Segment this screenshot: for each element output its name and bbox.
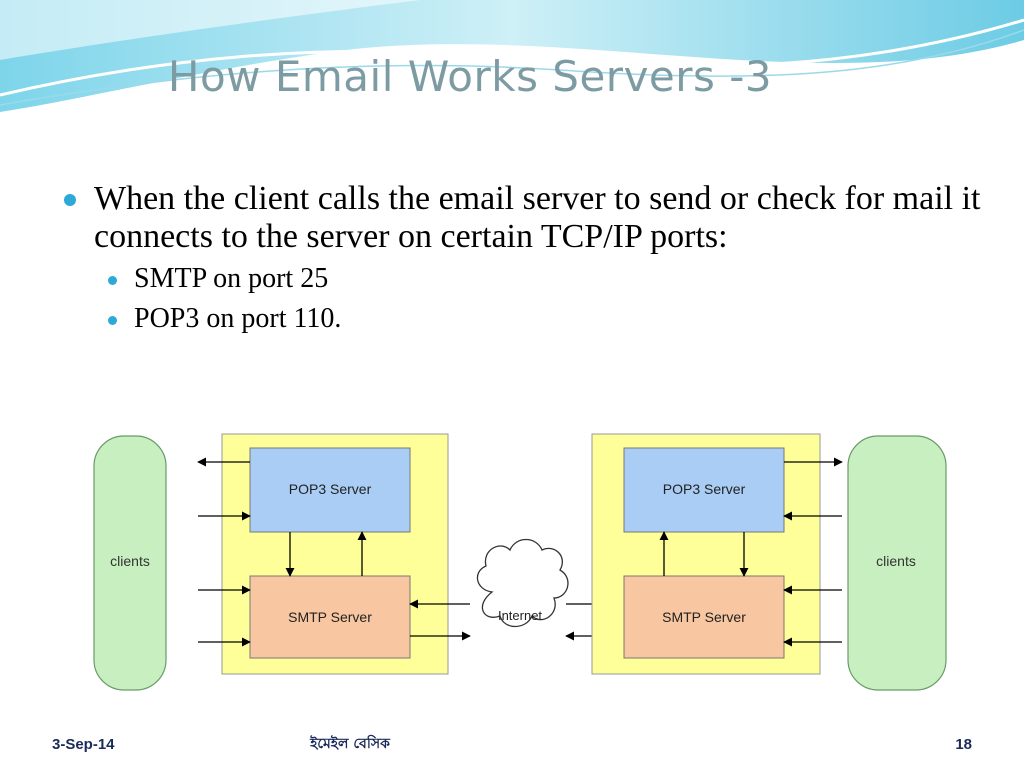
left-pop3-box [249, 447, 411, 533]
bullet-dot-icon [64, 194, 76, 206]
footer-page-number: 18 [955, 736, 972, 753]
main-bullet: When the client calls the email server t… [62, 180, 982, 256]
email-server-diagram: clients POP3 Server SMTP Server Internet… [93, 433, 947, 691]
footer-center-text: ইমেইল বেসিক [310, 736, 390, 752]
internet-cloud-icon [476, 538, 569, 628]
sub-bullet-text: POP3 on port 110. [134, 303, 342, 334]
header-swoosh [0, 0, 1024, 112]
right-smtp-box [623, 575, 785, 659]
internet-label: Internet [498, 608, 542, 623]
right-smtp-label: SMTP Server [662, 609, 746, 625]
bullet-list: When the client calls the email server t… [62, 180, 982, 336]
right-pop3-box [623, 447, 785, 533]
left-smtp-box [249, 575, 411, 659]
sub-bullet: SMTP on port 25 [62, 262, 982, 296]
right-clients-shape [847, 435, 947, 691]
sub-bullet: POP3 on port 110. [62, 302, 982, 336]
main-bullet-text: When the client calls the email server t… [94, 180, 981, 255]
footer-date: 3-Sep-14 [52, 736, 115, 753]
left-smtp-label: SMTP Server [288, 609, 372, 625]
right-clients-label: clients [876, 553, 916, 569]
left-pop3-label: POP3 Server [289, 481, 372, 497]
right-pop3-label: POP3 Server [663, 481, 746, 497]
left-clients-shape [93, 435, 167, 691]
bullet-dot-icon [108, 316, 117, 325]
sub-bullet-text: SMTP on port 25 [134, 263, 329, 294]
bullet-dot-icon [108, 276, 117, 285]
left-clients-label: clients [110, 553, 150, 569]
slide-title: How Email Works Servers -3 [167, 52, 773, 101]
